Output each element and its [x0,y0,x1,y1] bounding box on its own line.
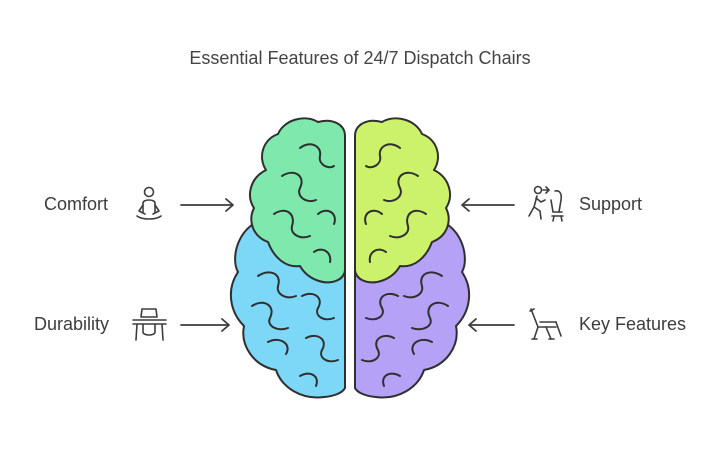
label-key-features: Key Features [579,314,687,334]
diagram-title: Essential Features of 24/7 Dispatch Chai… [189,48,531,68]
person-to-chair-icon [528,185,564,222]
recliner-chair-icon [529,308,562,340]
person-meditating-icon [136,186,162,220]
label-durability: Durability [34,314,110,334]
top-left-lobe [249,117,346,284]
left-hemisphere [229,117,346,399]
label-comfort: Comfort [44,194,109,214]
right-hemisphere [354,117,471,399]
arrow-comfort [180,198,234,212]
arrow-durability [180,318,230,332]
arrow-key-features [468,318,515,332]
high-chair-icon [132,308,167,341]
top-right-lobe [354,117,451,284]
label-support: Support [579,194,643,214]
arrow-support [461,198,515,212]
